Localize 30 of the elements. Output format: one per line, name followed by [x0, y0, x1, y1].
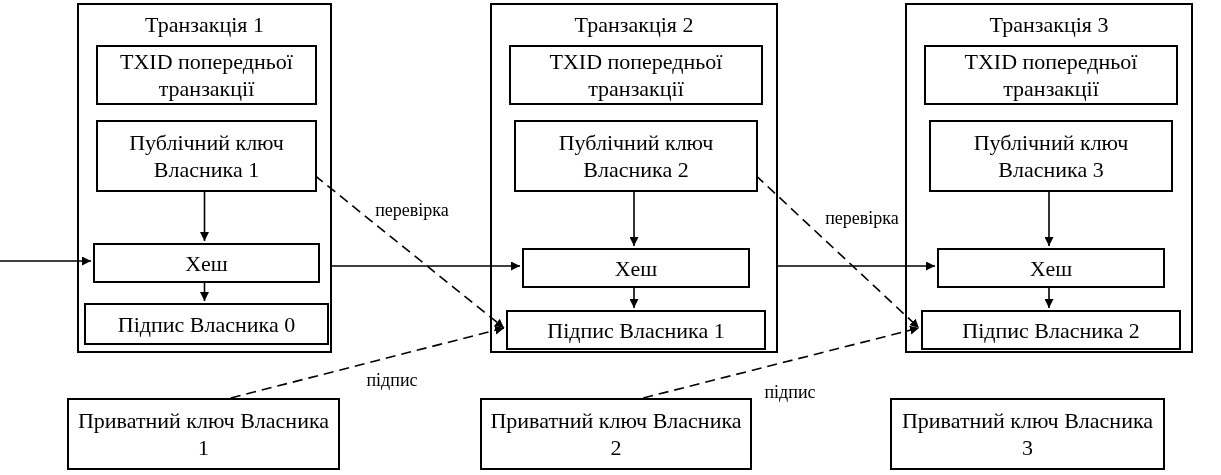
field-box: Підпис Власника 2 — [921, 310, 1181, 350]
field-box: Хеш — [522, 248, 750, 288]
arrow — [0, 256, 92, 266]
key-box: Приватний ключ Власника 2 — [480, 398, 752, 470]
group-title: Транзакція 2 — [573, 11, 695, 38]
field-box: Публічний ключ Власника 2 — [514, 120, 758, 192]
transaction-box — [77, 3, 332, 353]
field-box: Публічний ключ Власника 1 — [96, 120, 317, 192]
group-title: Транзакція 3 — [988, 11, 1110, 38]
field-box: TXID попередньої транзакції — [509, 45, 763, 105]
dashed-arrow — [230, 325, 505, 399]
transaction-box — [905, 3, 1193, 353]
edge-label: перевірка — [373, 200, 451, 220]
field-box: Підпис Власника 0 — [84, 303, 329, 345]
transaction-box — [490, 3, 778, 353]
field-box: TXID попередньої транзакції — [96, 45, 317, 105]
group-title: Транзакція 1 — [144, 11, 265, 38]
edge-label: підпис — [762, 382, 818, 402]
edge-label: перевірка — [823, 208, 901, 228]
arrow — [331, 261, 521, 271]
dashed-arrow — [642, 325, 920, 399]
key-box: Приватний ключ Власника 1 — [67, 398, 340, 470]
arrow — [777, 261, 936, 271]
field-box: Хеш — [937, 248, 1165, 288]
field-box: Підпис Власника 1 — [506, 310, 766, 350]
field-box: TXID попередньої транзакції — [924, 45, 1178, 105]
edge-label: підпис — [364, 370, 420, 390]
key-box: Приватний ключ Власника 3 — [890, 398, 1165, 470]
field-box: Публічний ключ Власника 3 — [929, 120, 1173, 192]
field-box: Хеш — [93, 243, 320, 283]
